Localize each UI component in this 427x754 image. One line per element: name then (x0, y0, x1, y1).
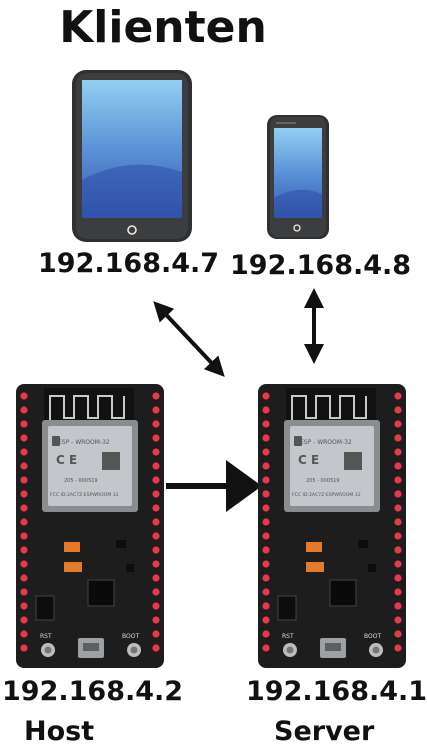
svg-text:BOOT: BOOT (364, 633, 381, 640)
client-ip-phone: 192.168.4.8 (230, 250, 412, 281)
tablet-icon (72, 70, 192, 242)
svg-text:C E: C E (298, 453, 319, 467)
svg-text:BOOT: BOOT (122, 633, 139, 640)
smartphone-icon (267, 115, 329, 239)
host-label: Host (24, 716, 95, 747)
server-ip: 192.168.4.1 (246, 676, 427, 707)
client-ip-tablet: 192.168.4.7 (38, 248, 220, 279)
double-arrow-tablet-server (153, 301, 225, 377)
diagram-title: Klienten (59, 2, 267, 53)
svg-text:FCC ID:2AC7Z-ESPWROOM 32: FCC ID:2AC7Z-ESPWROOM 32 (50, 492, 119, 498)
svg-text:205 - 000519: 205 - 000519 (306, 478, 340, 484)
host-ip: 192.168.4.2 (2, 676, 184, 707)
svg-text:RST: RST (40, 633, 52, 640)
svg-text:FCC ID:2AC7Z-ESPWROOM 32: FCC ID:2AC7Z-ESPWROOM 32 (292, 492, 361, 498)
connection-arrows (153, 288, 324, 512)
svg-text:C E: C E (56, 453, 77, 467)
server-label: Server (274, 716, 375, 747)
svg-text:RST: RST (282, 633, 294, 640)
esp32-board-server: ESP - WROOM-32 C E 205 - 000519 FCC ID:2… (258, 384, 406, 668)
svg-text:ESP - WROOM-32: ESP - WROOM-32 (58, 439, 110, 446)
esp32-board-host: ESP - WROOM-32 C E 205 - 000519 FCC ID:2… (16, 384, 164, 668)
svg-text:ESP - WROOM-32: ESP - WROOM-32 (300, 439, 352, 446)
arrow-host-to-server-head (226, 460, 262, 512)
svg-text:205 - 000519: 205 - 000519 (64, 478, 98, 484)
